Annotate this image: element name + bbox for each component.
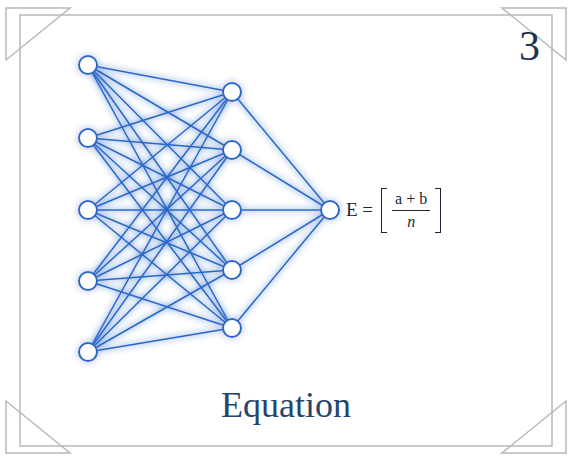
network-link [88,270,232,281]
network-link [88,92,232,352]
network-link [88,270,232,352]
network-neuron [223,201,241,219]
network-neuron [79,129,97,147]
numerator: a + b [392,190,430,211]
network-link [88,138,232,210]
network-neuron [321,201,339,219]
network-link [88,210,232,352]
network-link [88,92,232,210]
network-neuron [223,83,241,101]
network-link [88,150,232,281]
network-link [232,210,330,328]
network-neuron [223,319,241,337]
network-link [88,150,232,352]
network-link [88,138,232,328]
bracket [381,188,387,233]
network-link [88,65,232,210]
network-link [232,209,330,211]
card-frame [6,8,566,453]
card-number: 3 [519,22,540,70]
network-link [232,92,330,210]
network-neuron [79,201,97,219]
network-neuron [79,56,97,74]
bracket [435,188,441,233]
network-link [232,150,330,210]
denominator: n [407,211,415,231]
fraction: a + bn [387,188,435,233]
equation-lhs: E = [346,199,373,221]
network-link [88,209,232,211]
card-caption: Equation [221,384,351,426]
network-neuron [223,141,241,159]
network-link [88,328,232,352]
network-neuron [223,261,241,279]
network-neuron [79,343,97,361]
neural-network [79,56,339,361]
network-link [88,65,232,328]
network-link [232,210,330,270]
equation: E = a + bn [346,188,441,233]
network-link [88,92,232,281]
network-neuron [79,272,97,290]
